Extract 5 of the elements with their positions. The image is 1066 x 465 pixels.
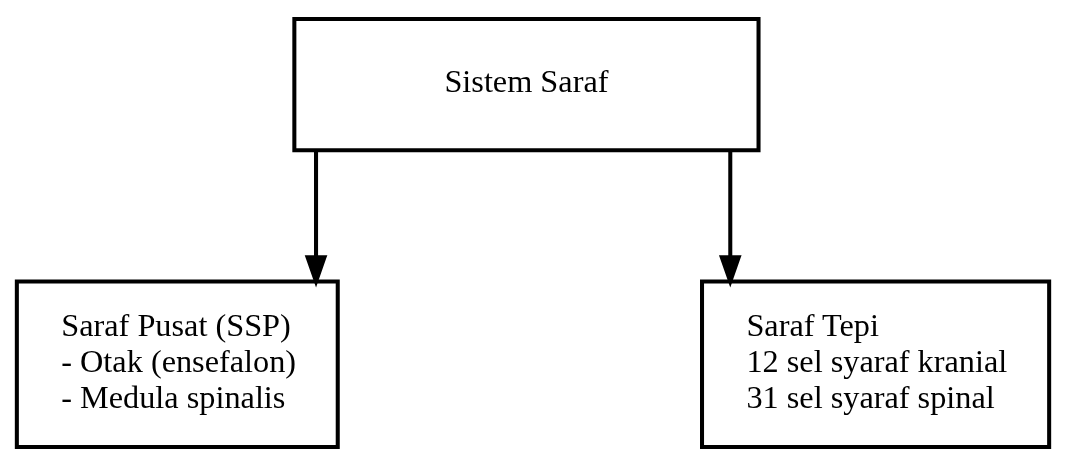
node-box: Saraf Pusat (SSP) - Otak (ensefalon) - Medula spinalis xyxy=(14,278,340,449)
arrow xyxy=(304,150,328,287)
node-box: Saraf Tepi 12 sel syaraf kranial 31 sel syaraf spinal xyxy=(700,278,1052,449)
arrow xyxy=(718,150,742,287)
node-box: Sistem Saraf xyxy=(292,16,761,152)
